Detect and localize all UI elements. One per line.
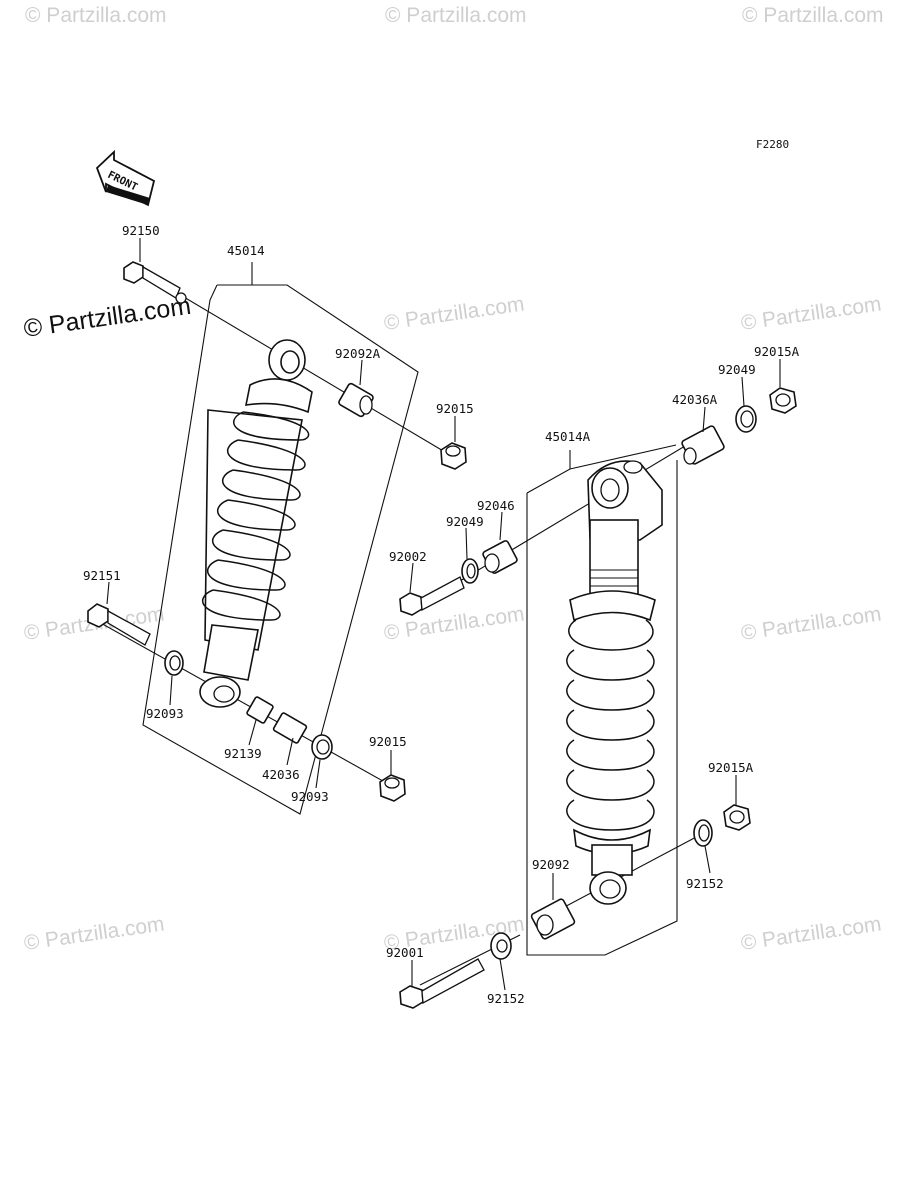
part-label-92002[interactable]: 92002 [389, 549, 427, 564]
watermark: © Partzilla.com [742, 4, 884, 27]
front-arrow-icon: FRONT [95, 149, 156, 207]
part-label-42036A[interactable]: 42036A [672, 392, 718, 407]
sleeve-92139-icon [246, 696, 274, 724]
watermark: © Partzilla.com [739, 602, 882, 644]
leader-lines [106, 238, 781, 991]
rear-shock-45014A-group [399, 387, 797, 1009]
part-label-42036[interactable]: 42036 [262, 767, 300, 782]
spacer-42036-icon [272, 712, 308, 744]
part-label-92151[interactable]: 92151 [83, 568, 121, 583]
nut-92015A-icon [769, 387, 797, 414]
part-label-92015[interactable]: 92015 [369, 734, 407, 749]
part-label-92093[interactable]: 92093 [146, 706, 184, 721]
bolt-92150-icon [123, 261, 187, 304]
bearing-seal-92049-icon [461, 558, 479, 584]
part-label-92152[interactable]: 92152 [686, 876, 724, 891]
part-label-92139[interactable]: 92139 [224, 746, 262, 761]
washer-92152-icon [693, 819, 713, 847]
bearing-seal-92049-icon [735, 405, 757, 433]
washer-92093-icon [311, 734, 333, 760]
collar-92092-icon [530, 898, 576, 940]
part-label-92092[interactable]: 92092 [532, 857, 570, 872]
watermark: © Partzilla.com [382, 292, 525, 334]
watermark-layer: © Partzilla.com © Partzilla.com © Partzi… [22, 4, 884, 955]
part-label-92092A[interactable]: 92092A [335, 346, 381, 361]
part-label-92015A[interactable]: 92015A [754, 344, 800, 359]
bolt-92151-icon [87, 603, 151, 646]
collar-92092A-icon [338, 382, 374, 418]
watermark: © Partzilla.com [385, 4, 527, 27]
part-label-92001[interactable]: 92001 [386, 945, 424, 960]
part-label-92015[interactable]: 92015 [436, 401, 474, 416]
part-label-92046[interactable]: 92046 [477, 498, 515, 513]
watermark: © Partzilla.com [22, 912, 165, 954]
rear-shock-45014-group [87, 261, 467, 815]
washer-92152-icon [490, 932, 512, 960]
part-label-92093[interactable]: 92093 [291, 789, 329, 804]
watermark: © Partzilla.com [739, 912, 882, 954]
bolt-92001-icon [399, 958, 485, 1009]
bolt-92002-icon [399, 576, 465, 616]
nut-92015-icon [440, 442, 467, 470]
part-label-92049[interactable]: 92049 [446, 514, 484, 529]
part-label-92150[interactable]: 92150 [122, 223, 160, 238]
watermark: © Partzilla.com [739, 292, 882, 334]
part-label-92015A[interactable]: 92015A [708, 760, 754, 775]
watermark-main: © Partzilla.com [22, 292, 193, 343]
part-label-92152[interactable]: 92152 [487, 991, 525, 1006]
washer-92093-icon [164, 650, 184, 676]
bearing-92046-icon [482, 540, 518, 574]
part-labels: 92150 45014 92092A 92015 92151 92093 921… [83, 223, 800, 1006]
part-label-45014A[interactable]: 45014A [545, 429, 591, 444]
part-label-45014[interactable]: 45014 [227, 243, 265, 258]
shock-absorber-45014-icon [199, 339, 313, 708]
watermark: © Partzilla.com [25, 4, 167, 27]
part-label-92049[interactable]: 92049 [718, 362, 756, 377]
diagram-code: F2280 [756, 138, 789, 151]
nut-92015-icon [379, 774, 406, 802]
nut-92015A-icon [723, 804, 751, 831]
shock-absorber-45014A-icon [566, 460, 663, 905]
spacer-42036A-icon [681, 425, 725, 465]
